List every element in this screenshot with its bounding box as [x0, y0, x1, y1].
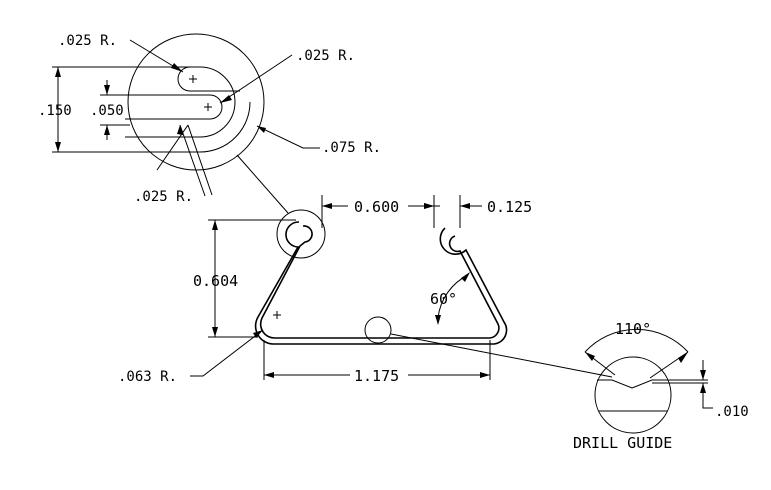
leader-r-063 [190, 329, 264, 377]
hook-zoom-circle [276, 209, 326, 259]
detail-hook-bottom [125, 101, 251, 153]
leader-r-bottom [156, 124, 213, 197]
main-view [190, 195, 613, 380]
left-hook [259, 225, 500, 339]
label-drill-guide: DRILL GUIDE [573, 434, 672, 452]
drill-guide-circle [594, 356, 672, 434]
inner-frame [254, 221, 508, 345]
drill-connector [390, 333, 613, 378]
label-050: .050 [90, 103, 124, 119]
angle-110-ext [584, 351, 689, 379]
leader-r-075 [256, 125, 320, 149]
detail-hook-outline [125, 94, 223, 120]
label-r-063: .063 R. [118, 369, 177, 385]
ext-lines-0604 [208, 219, 296, 338]
label-r-inner: .025 R. [296, 48, 355, 64]
label-0125: 0.125 [487, 198, 532, 216]
label-r-bottom: .025 R. [134, 189, 193, 205]
label-1175: 1.175 [354, 367, 399, 385]
label-150: .150 [38, 103, 72, 119]
label-110: 110° [615, 320, 651, 338]
ext-lines-050 [100, 94, 130, 126]
label-0600: 0.600 [354, 198, 399, 216]
detail-hook-top-slot [177, 66, 240, 92]
ext-lines-1175 [263, 340, 491, 380]
drill-guide [584, 328, 713, 434]
center-mark-main [273, 311, 281, 319]
label-010: .010 [715, 404, 749, 420]
label-0604: 0.604 [193, 272, 238, 290]
detail-view [52, 33, 320, 214]
dim-010-line [702, 360, 713, 409]
leader-r-inner [219, 54, 293, 104]
center-mark-inner [204, 103, 212, 111]
detail-connector [236, 154, 289, 214]
detail-hook-outer [125, 66, 236, 138]
label-r-075: .075 R. [322, 140, 381, 156]
label-60: 60° [430, 290, 457, 308]
drill-point [597, 379, 708, 389]
label-r-top: .025 R. [58, 33, 117, 49]
center-mark-top [189, 75, 197, 83]
ext-lines-150 [52, 66, 135, 153]
ext-lines-0600 [321, 195, 435, 228]
bottom-zoom-circle [364, 316, 392, 344]
angle-110-arc [584, 328, 689, 353]
